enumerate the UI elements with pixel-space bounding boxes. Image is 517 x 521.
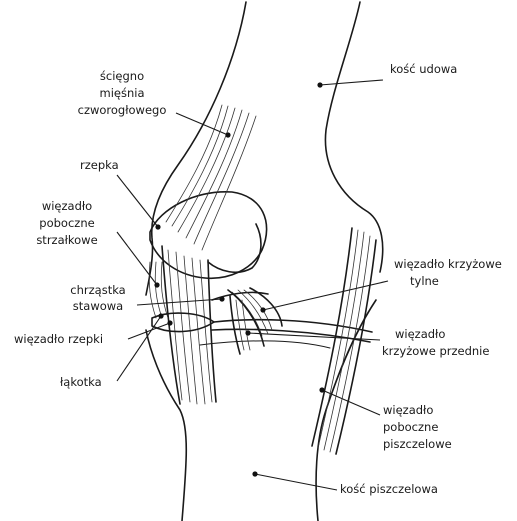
label-wiezadlo-strzalkowe-line1: więzadło (42, 199, 92, 213)
label-chrzastka-line1: chrząstka (70, 283, 125, 297)
label-lakotka: łąkotka (60, 375, 102, 389)
label-wiezadlo-strzalkowe-line2: poboczne (39, 216, 94, 230)
anterior-cruciate-ligament (229, 295, 251, 355)
labels: kość udowa ścięgno mięśnia czworogłowego… (14, 62, 502, 496)
label-sciegno-line3: czworogłowego (78, 103, 167, 117)
label-krzyzowe-przednie-line1: więzadło (395, 327, 445, 341)
label-wiezadlo-piszczelowe-line2: poboczne (383, 420, 438, 434)
label-wiezadlo-piszczelowe-line1: więzadło (383, 403, 433, 417)
label-wiezadlo-rzepki: więzadło rzepki (14, 332, 103, 346)
label-sciegno-line1: ścięgno (100, 69, 144, 83)
label-sciegno-line2: mięśnia (100, 86, 145, 100)
leader-lines (116, 79, 389, 491)
patella (149, 191, 268, 280)
label-rzepka: rzepka (80, 158, 119, 172)
tibia (145, 299, 377, 521)
quadriceps-tendon (165, 104, 257, 251)
label-krzyzowe-tylne-line2: tylne (410, 274, 439, 288)
label-krzyzowe-przednie-line2: krzyżowe przednie (382, 344, 489, 358)
label-krzyzowe-tylne-line1: więzadło krzyżowe (394, 257, 502, 271)
label-chrzastka-line2: stawowa (73, 299, 123, 313)
label-wiezadlo-strzalkowe-line3: strzałkowe (36, 233, 97, 247)
patellar-ligament (161, 245, 217, 405)
label-kosc-piszczelowa: kość piszczelowa (340, 482, 438, 496)
label-wiezadlo-piszczelowe-line3: piszczelowe (383, 437, 452, 451)
posterior-cruciate-ligament (227, 287, 283, 347)
tibial-collateral-ligament (311, 227, 377, 455)
femur (145, 1, 384, 301)
label-kosc-udowa: kość udowa (390, 62, 457, 76)
